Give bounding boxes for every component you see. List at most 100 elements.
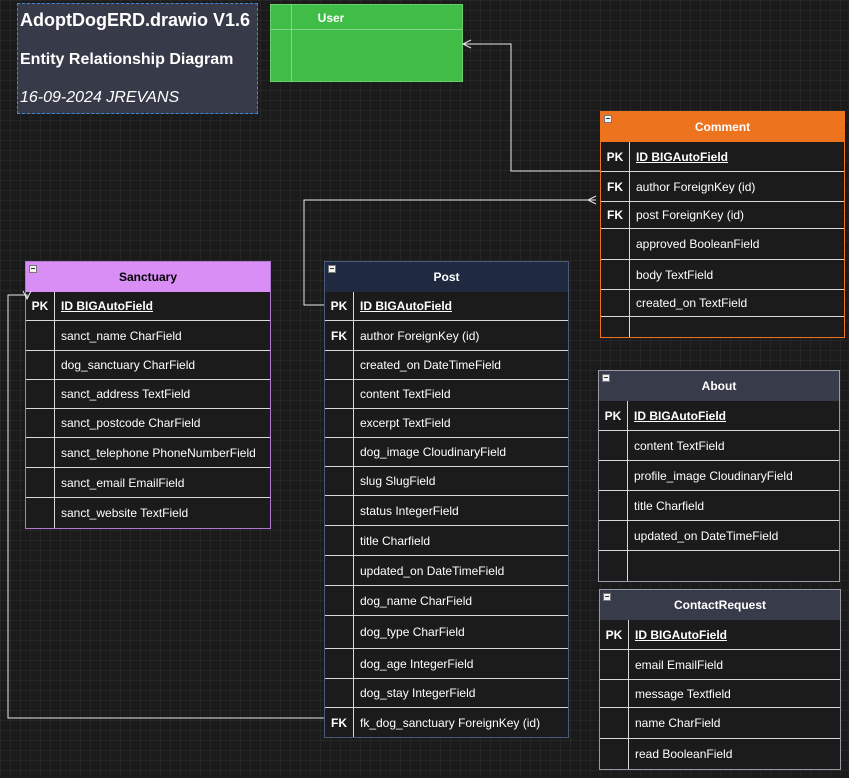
table-row[interactable]: sanct_name CharField: [26, 321, 270, 351]
key-cell: [599, 551, 628, 581]
key-cell: [601, 290, 630, 316]
key-cell: [599, 521, 628, 550]
collapse-icon[interactable]: [29, 265, 37, 273]
key-cell: [325, 438, 354, 466]
connector-post-to-sanctuary: [7, 294, 324, 719]
table-contact-request-header[interactable]: ContactRequest: [600, 590, 840, 620]
table-row[interactable]: name CharField: [600, 708, 840, 739]
collapse-icon[interactable]: [328, 265, 336, 273]
key-badge-pk: PK: [26, 292, 55, 320]
field-name: profile_image CloudinaryField: [634, 468, 793, 483]
table-row[interactable]: updated_on DateTimeField: [599, 521, 839, 551]
key-cell: [325, 586, 354, 615]
collapse-icon[interactable]: [604, 115, 612, 123]
table-row[interactable]: created_on DateTimeField: [325, 351, 568, 380]
table-row[interactable]: content TextField: [325, 380, 568, 409]
table-row[interactable]: body TextField: [601, 260, 844, 290]
table-row[interactable]: sanct_website TextField: [26, 498, 270, 528]
key-badge-fk: FK: [325, 708, 354, 737]
table-row[interactable]: read BooleanField: [600, 739, 840, 769]
key-cell: [325, 380, 354, 408]
table-sanctuary-header[interactable]: Sanctuary: [26, 262, 270, 292]
table-row[interactable]: profile_image CloudinaryField: [599, 461, 839, 491]
collapse-icon[interactable]: [602, 374, 610, 382]
table-row[interactable]: [601, 317, 844, 337]
key-cell: [325, 649, 354, 678]
key-cell: [600, 680, 629, 707]
field-name: email EmailField: [635, 657, 724, 672]
table-post-header[interactable]: Post: [325, 262, 568, 292]
key-cell: [600, 739, 629, 769]
table-about-title: About: [701, 379, 737, 393]
key-cell: [325, 496, 354, 525]
table-row[interactable]: title Charfield: [599, 491, 839, 521]
field-name: ID BIGAutoField: [61, 299, 153, 313]
table-row[interactable]: PK ID BIGAutoField: [26, 292, 270, 321]
table-row[interactable]: message Textfield: [600, 680, 840, 708]
table-row[interactable]: sanct_email EmailField: [26, 468, 270, 498]
user-divider-vertical: [291, 5, 292, 81]
table-row[interactable]: sanct_address TextField: [26, 380, 270, 409]
field-name: excerpt TextField: [360, 416, 451, 430]
table-row[interactable]: dog_name CharField: [325, 586, 568, 616]
key-cell: [601, 260, 630, 289]
table-comment-header[interactable]: Comment: [601, 112, 844, 142]
table-row[interactable]: dog_age IntegerField: [325, 649, 568, 679]
key-cell: [601, 229, 630, 259]
user-divider-horizontal: [271, 29, 462, 30]
table-row[interactable]: excerpt TextField: [325, 409, 568, 438]
table-user[interactable]: User: [270, 4, 463, 82]
table-row[interactable]: sanct_telephone PhoneNumberField: [26, 438, 270, 468]
field-name: sanct_telephone PhoneNumberField: [61, 445, 256, 460]
collapse-icon[interactable]: [603, 593, 611, 601]
field-name: read BooleanField: [635, 747, 733, 761]
field-name: created_on TextField: [636, 296, 748, 310]
connector-post-to-comment: [303, 199, 596, 306]
table-row[interactable]: dog_type CharField: [325, 616, 568, 649]
table-row[interactable]: sanct_postcode CharField: [26, 409, 270, 438]
field-name: title Charfield: [634, 498, 705, 513]
key-cell: [26, 409, 55, 437]
table-post-title: Post: [433, 270, 460, 284]
diagram-title-box[interactable]: AdoptDogERD.drawio V1.6 Entity Relations…: [17, 3, 258, 114]
field-name: message Textfield: [635, 686, 731, 701]
table-row[interactable]: dog_image CloudinaryField: [325, 438, 568, 467]
table-row[interactable]: email EmailField: [600, 650, 840, 680]
table-row[interactable]: approved BooleanField: [601, 229, 844, 260]
diagram-app-name: AdoptDogERD.drawio V1.6: [20, 10, 251, 30]
table-comment-title: Comment: [694, 120, 751, 134]
table-row[interactable]: created_on TextField: [601, 290, 844, 317]
table-row[interactable]: updated_on DateTimeField: [325, 556, 568, 586]
field-name: status IntegerField: [360, 503, 459, 518]
table-row[interactable]: content TextField: [599, 431, 839, 461]
key-cell: [325, 467, 354, 495]
field-name: author ForeignKey (id): [360, 328, 480, 343]
arrowhead-user: [461, 39, 472, 49]
table-about-header[interactable]: About: [599, 371, 839, 401]
table-row[interactable]: title Charfield: [325, 526, 568, 556]
table-row[interactable]: FK fk_dog_sanctuary ForeignKey (id): [325, 708, 568, 737]
table-row[interactable]: [599, 551, 839, 581]
table-row[interactable]: dog_stay IntegerField: [325, 679, 568, 708]
field-name: fk_dog_sanctuary ForeignKey (id): [360, 715, 541, 730]
table-row[interactable]: status IntegerField: [325, 496, 568, 526]
table-row[interactable]: slug SlugField: [325, 467, 568, 496]
table-row[interactable]: dog_sanctuary CharField: [26, 351, 270, 380]
key-cell: [26, 380, 55, 408]
key-cell: [325, 409, 354, 437]
field-name: sanct_name CharField: [61, 328, 182, 343]
field-name: dog_name CharField: [360, 593, 473, 608]
